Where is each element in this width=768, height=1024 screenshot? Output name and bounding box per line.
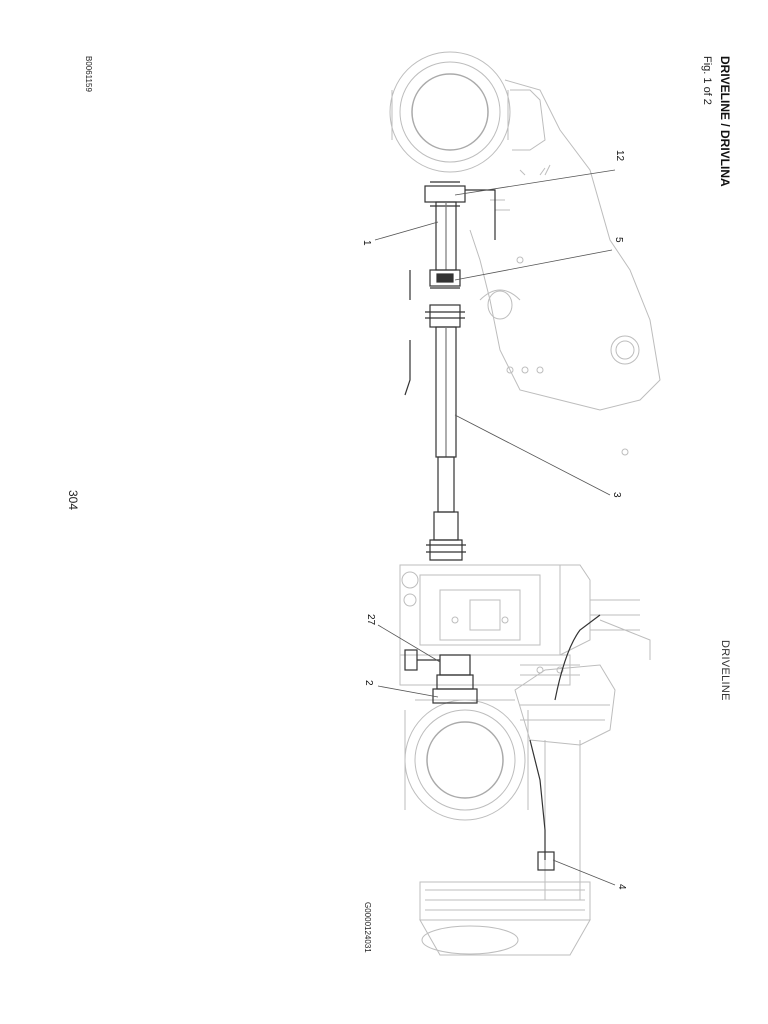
transmission-block <box>399 564 651 686</box>
callout-3: 3 <box>611 492 622 498</box>
frame-outline-upper <box>469 79 661 411</box>
callout-4: 4 <box>616 884 627 890</box>
callout-1: 1 <box>361 240 372 246</box>
callout-2: 2 <box>363 680 374 686</box>
front-axle-flange <box>389 51 546 173</box>
callout-leaders <box>374 169 616 886</box>
rear-axle-flange <box>404 699 529 821</box>
parking-brake-disc <box>419 881 591 956</box>
callout-12: 12 <box>614 150 625 162</box>
driveshaft-assembly <box>404 181 601 871</box>
callout-5: 5 <box>613 237 624 243</box>
callout-27: 27 <box>365 614 376 626</box>
